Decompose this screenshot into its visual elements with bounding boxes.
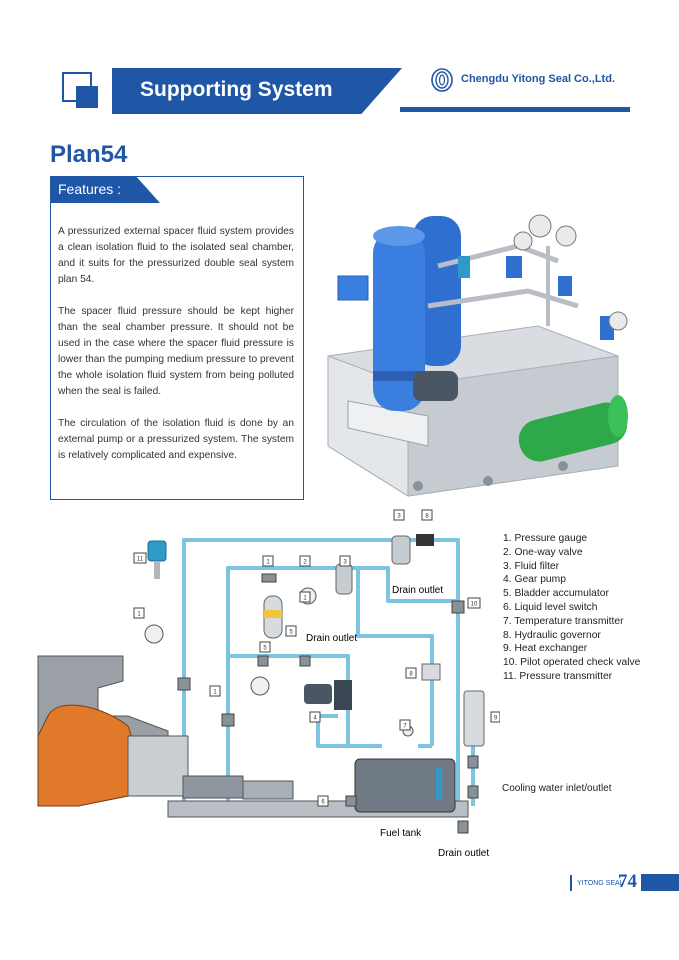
label-drain-outlet-top: Drain outlet	[392, 585, 443, 596]
badge-number: 3	[397, 514, 401, 520]
badge-number: 1	[137, 612, 141, 618]
fluid-filter	[335, 563, 353, 595]
legend-item: 4. Gear pump	[503, 574, 566, 586]
legend-item: 10. Pilot operated check valve	[503, 657, 641, 669]
features-paragraph: The circulation of the isolation fluid i…	[58, 418, 294, 461]
legend-item: 2. One-way valve	[503, 546, 583, 558]
plan54-schematic: 1 2 1 3 3 5 8 11 1 1 10 5 4 8 7 9 6 Drai…	[37, 509, 500, 856]
label-fuel-tank: Fuel tank	[380, 828, 422, 839]
filter-cap	[416, 534, 434, 546]
fluid-filter-top	[391, 535, 411, 565]
section-title: Supporting System	[140, 78, 333, 101]
fuel-tank-body	[354, 758, 456, 813]
badge-number: 10	[471, 602, 478, 608]
badge-number: 2	[303, 560, 307, 566]
accumulator-band	[264, 610, 282, 618]
badge-number: 11	[137, 557, 144, 563]
gear-pump-motor	[304, 684, 332, 704]
label-cooling-water: Cooling water inlet/outlet	[502, 783, 612, 794]
badge-number: 1	[213, 690, 217, 696]
pressure-transmitter	[147, 540, 167, 562]
legend-item: 6. Liquid level switch	[503, 601, 598, 613]
component-legend: 1. Pressure gauge 2. One-way valve 3. Fl…	[503, 532, 640, 684]
footer-brand: YITONG SEAL	[577, 880, 624, 887]
legend-item: 7. Temperature transmitter	[503, 615, 624, 627]
company-name: Chengdu Yitong Seal Co.,Ltd.	[461, 73, 615, 85]
legend-item: 11. Pressure transmitter	[503, 670, 613, 682]
transmitter-stem	[154, 561, 160, 579]
legend-item: 1. Pressure gauge	[503, 533, 588, 544]
badge-number: 8	[409, 672, 413, 678]
pump-casing	[37, 655, 469, 818]
hydraulic-governor	[421, 663, 441, 681]
label-drain-outlet-mid: Drain outlet	[306, 633, 357, 644]
page-number: 74	[618, 871, 637, 892]
label-drain-outlet-bottom: Drain outlet	[438, 848, 489, 856]
section-banner	[112, 68, 402, 114]
plan-title: Plan54	[50, 141, 128, 168]
header-decor-square-fill	[76, 86, 98, 108]
company-logo-icon	[431, 68, 453, 92]
badge-number: 8	[425, 514, 429, 520]
badge-number: 9	[494, 716, 498, 722]
legend-item: 3. Fluid filter	[503, 560, 560, 572]
equipment-illustration	[327, 214, 628, 497]
badge-number: 3	[343, 560, 347, 566]
heat-exchanger	[463, 690, 485, 747]
features-tab-label: Features :	[58, 181, 122, 197]
level-gauge-bar	[436, 768, 442, 800]
legend-item: 9. Heat exchanger	[503, 643, 588, 655]
gear-pump	[334, 680, 352, 710]
features-paragraph: The spacer fluid pressure should be kept…	[58, 306, 294, 397]
badge-number: 1	[303, 596, 307, 602]
badge-number: 5	[263, 646, 267, 652]
legend-item: 5. Bladder accumulator	[503, 588, 609, 600]
badge-number: 4	[313, 716, 317, 722]
features-paragraph: A pressurized external spacer fluid syst…	[58, 226, 294, 285]
badge-number: 6	[321, 800, 325, 806]
badge-number: 5	[289, 630, 293, 636]
legend-item: 8. Hydraulic governor	[503, 629, 601, 641]
badge-number: 1	[266, 560, 270, 566]
diagram-number-badges: 1 2 1 3 3 5 8 11 1 1 10 5 4 8 7 9 6	[133, 509, 500, 807]
features-box	[50, 176, 304, 500]
badge-number: 7	[403, 724, 407, 730]
valves	[177, 573, 479, 834]
footer-block	[641, 874, 679, 891]
header-rule	[400, 107, 630, 112]
footer-bar	[570, 875, 572, 891]
